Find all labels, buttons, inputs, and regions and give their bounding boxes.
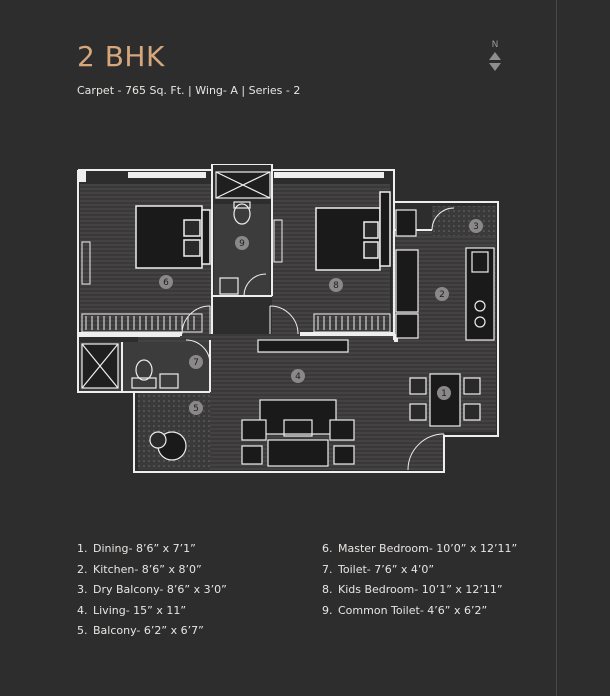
marker-7: 7	[189, 355, 203, 369]
legend-text: Dining- 8’6” x 7’1”	[93, 542, 196, 555]
dry-balcony-floor	[432, 206, 496, 236]
legend-number: 5.	[77, 624, 88, 637]
marker-6: 6	[159, 275, 173, 289]
master-wardrobe	[81, 241, 203, 333]
legend-item: 7. Toilet- 7’6” x 4’0”	[322, 563, 517, 584]
legend-text: Master Bedroom- 10’0” x 12’11”	[338, 542, 518, 555]
legend-item: 5. Balcony- 6’2” x 6’7”	[77, 624, 227, 645]
legend-item: 4. Living- 15” x 11”	[77, 604, 227, 625]
marker-8: 8	[329, 278, 343, 292]
marker-3: 3	[469, 219, 483, 233]
legend-item: 1. Dining- 8’6” x 7’1”	[77, 542, 227, 563]
marker-7-label: 7	[193, 358, 199, 368]
marker-9-label: 9	[239, 239, 245, 249]
legend-item: 9. Common Toilet- 4’6” x 6’2”	[322, 604, 517, 625]
legend-text: Kids Bedroom- 10’1” x 12’11”	[338, 583, 503, 596]
marker-4-label: 4	[295, 372, 301, 382]
dining-set	[409, 373, 481, 427]
compass-label: N	[491, 40, 499, 50]
balcony-chair	[149, 431, 187, 461]
legend-text: Toilet- 7’6” x 4’0”	[338, 562, 435, 576]
legend-text: Dry Balcony- 8’6” x 3’0”	[93, 583, 227, 596]
legend-text: Balcony- 6’2” x 6’7”	[93, 624, 204, 637]
marker-3-label: 3	[473, 222, 479, 232]
page-title: 2 BHK	[77, 40, 165, 73]
common-toilet-fixtures	[215, 171, 271, 295]
unit-details: Carpet - 765 Sq. Ft. | Wing- A | Series …	[77, 84, 301, 97]
legend-item: 2. Kitchen- 8’6” x 8’0”	[77, 563, 227, 584]
door-swings	[181, 207, 455, 471]
marker-1-label: 1	[441, 389, 447, 399]
legend-item: 6. Master Bedroom- 10’0” x 12’11”	[322, 542, 517, 563]
legend-number: 3.	[77, 583, 88, 596]
marker-8-label: 8	[333, 281, 339, 291]
legend-text: Common Toilet- 4’6” x 6’2”	[338, 603, 488, 617]
right-divider	[556, 0, 557, 696]
legend-text: Living- 15” x 11”	[93, 603, 187, 617]
legend-item: 8. Kids Bedroom- 10’1” x 12’11”	[322, 583, 517, 604]
master-bed	[135, 205, 211, 269]
living-sofa-set	[241, 339, 355, 467]
legend-number: 2.	[77, 562, 88, 576]
marker-2-label: 2	[439, 290, 445, 300]
marker-6-label: 6	[163, 278, 169, 288]
marker-5: 5	[189, 401, 203, 415]
marker-5-label: 5	[193, 404, 199, 414]
toilet-fixtures	[81, 343, 179, 389]
floor-plan: 1 2 3 4 5 6 7 8 9	[77, 164, 499, 473]
marker-4: 4	[291, 369, 305, 383]
room-legend-left: 1. Dining- 8’6” x 7’1” 2. Kitchen- 8’6” x …	[77, 542, 227, 645]
legend-number: 8.	[322, 583, 333, 596]
kids-wardrobe	[273, 219, 391, 333]
legend-number: 6.	[322, 542, 333, 555]
marker-9: 9	[235, 236, 249, 250]
legend-text: Kitchen- 8’6” x 8’0”	[93, 562, 202, 576]
legend-item: 3. Dry Balcony- 8’6” x 3’0”	[77, 583, 227, 604]
marker-1: 1	[437, 386, 451, 400]
room-legend-right: 6. Master Bedroom- 10’0” x 12’11” 7. Toile…	[322, 542, 517, 624]
compass-arrows-icon	[489, 52, 501, 71]
legend-number: 7.	[322, 562, 333, 576]
legend-number: 1.	[77, 542, 88, 555]
kids-bed	[315, 191, 391, 271]
marker-2: 2	[435, 287, 449, 301]
legend-number: 9.	[322, 603, 333, 617]
kitchen-counters	[395, 209, 495, 341]
room-markers: 1 2 3 4 5 6 7 8 9	[159, 219, 483, 415]
compass: N	[486, 40, 504, 79]
legend-number: 4.	[77, 603, 88, 617]
